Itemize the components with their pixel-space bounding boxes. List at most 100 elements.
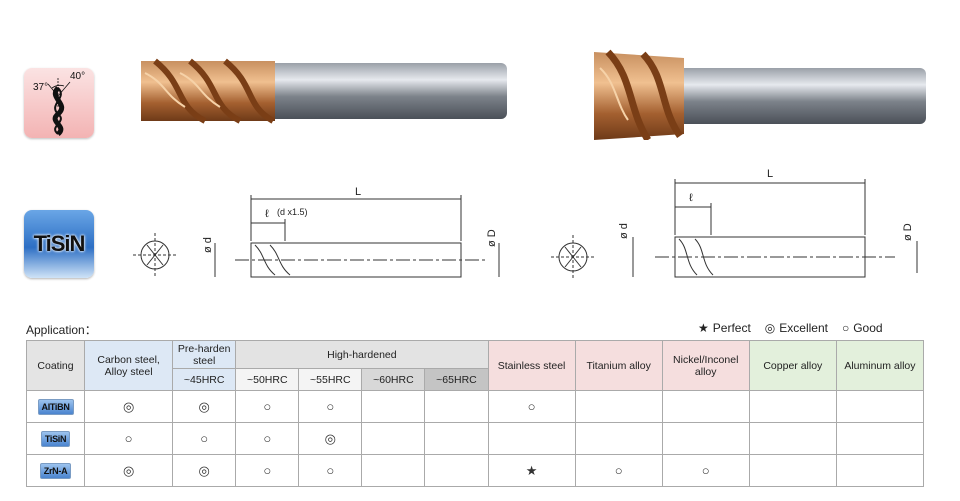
header-coating: Coating (25, 340, 86, 391)
rating-cell (361, 454, 426, 487)
header-65hrc: ~65HRC (424, 368, 489, 391)
rating-cell: ○ (235, 390, 300, 423)
dim-d-long: ø d (202, 237, 214, 253)
table-row: ZrN-A ◎ ◎ ○ ○ ★ ○ ○ (25, 454, 925, 487)
rating-cell: ◎ (172, 454, 237, 487)
helix-angle-badge: 37° 40° (24, 68, 94, 138)
rating-symbol: ○ (614, 463, 623, 478)
coating-cell: AlTiBN (25, 390, 86, 423)
legend-good: ○ Good (841, 321, 883, 335)
rating-symbol: ○ (701, 463, 710, 478)
end-mill-photo-short (594, 49, 926, 140)
rating-cell (661, 390, 750, 423)
dim-l-note: (d x1.5) (277, 207, 308, 217)
rating-symbol: ◎ (198, 462, 210, 478)
application-title: Application： (26, 323, 97, 337)
rating-symbol: ◎ (198, 398, 210, 414)
technical-drawing-short: L ℓ ø d ø D (551, 168, 918, 279)
rating-symbol: ○ (263, 431, 272, 446)
table-row: AlTiBN ◎ ◎ ○ ○ ○ (25, 390, 925, 423)
coating-tag: AlTiBN (37, 398, 74, 415)
rating-symbol: ○ (200, 431, 209, 446)
header-stainless: Stainless steel (487, 340, 576, 391)
dim-d-short: ø d (618, 223, 630, 239)
rating-cell: ◎ (84, 454, 174, 487)
rating-cell: ○ (172, 422, 237, 455)
coating-tag: TiSiN (40, 430, 71, 447)
rating-cell (361, 422, 426, 455)
rating-cell (424, 390, 489, 423)
dim-l-long: ℓ (265, 208, 269, 220)
rating-symbol: ○ (263, 463, 272, 478)
rating-cell: ○ (298, 454, 363, 487)
coating-cell: ZrN-A (25, 454, 86, 487)
star-icon: ★ (698, 321, 709, 335)
rating-cell (574, 390, 663, 423)
double-circle-icon: ◎ (764, 321, 776, 335)
rating-symbol: ○ (527, 399, 536, 414)
rating-cell (835, 390, 925, 423)
rating-cell (835, 422, 925, 455)
rating-symbol: ○ (326, 399, 335, 414)
header-55hrc: ~55HRC (298, 368, 363, 391)
rating-cell (748, 422, 837, 455)
header-preharden: Pre-harden steel (172, 340, 237, 369)
dim-l-short: ℓ (689, 192, 693, 204)
header-nickel: Nickel/Inconel alloy (661, 340, 750, 391)
rating-cell: ○ (574, 454, 663, 487)
dim-L-short: L (767, 168, 773, 180)
coating-badge-label: TiSiN (33, 231, 86, 256)
header-copper: Copper alloy (748, 340, 837, 391)
rating-cell (487, 422, 576, 455)
rating-cell: ◎ (298, 422, 363, 455)
end-mill-photo-long (141, 58, 507, 124)
helix-angle-b: 40° (70, 71, 86, 82)
coating-badge: TiSiN (24, 210, 94, 278)
dim-D-long: ø D (486, 229, 498, 247)
rating-cell (835, 454, 925, 487)
rating-cell: ○ (235, 454, 300, 487)
header-carbon-steel: Carbon steel, Alloy steel (84, 340, 174, 391)
rating-cell (574, 422, 663, 455)
coating-cell: TiSiN (25, 422, 86, 455)
rating-cell (748, 390, 837, 423)
rating-cell (424, 454, 489, 487)
header-aluminum: Aluminum alloy (835, 340, 925, 391)
rating-symbol: ★ (525, 462, 538, 478)
rating-cell: ◎ (84, 390, 174, 423)
rating-cell: ◎ (172, 390, 237, 423)
dim-D-short: ø D (902, 223, 914, 241)
rating-cell: ○ (487, 390, 576, 423)
circle-icon: ○ (841, 321, 850, 335)
application-table: Coating Carbon steel, Alloy steel Pre-ha… (25, 340, 925, 487)
rating-cell (424, 422, 489, 455)
header-60hrc: ~60HRC (361, 368, 426, 391)
rating-cell: ○ (298, 390, 363, 423)
rating-symbol: ◎ (122, 398, 135, 414)
table-row: TiSiN ○ ○ ○ ◎ (25, 422, 925, 455)
rating-cell: ★ (487, 454, 576, 487)
rating-cell: ○ (84, 422, 174, 455)
helix-angle-a: 37° (33, 82, 49, 93)
legend-perfect: ★ Perfect (698, 321, 751, 335)
dim-L-long: L (355, 186, 361, 198)
header-high-hardened: High-hardened (235, 340, 489, 369)
header-45hrc: ~45HRC (172, 368, 237, 391)
rating-symbol: ◎ (324, 430, 336, 446)
symbol-legend: ★ Perfect ◎ Excellent ○ Good (698, 321, 883, 335)
helix-drill-icon (47, 78, 71, 136)
rating-cell: ○ (661, 454, 750, 487)
rating-symbol: ○ (326, 463, 335, 478)
rating-cell (361, 390, 426, 423)
rating-cell (748, 454, 837, 487)
technical-drawing-long: L ℓ (d x1.5) ø d ø D (133, 186, 500, 278)
rating-symbol: ◎ (122, 462, 135, 478)
coating-tag: ZrN-A (39, 462, 72, 479)
header-50hrc: ~50HRC (235, 368, 300, 391)
rating-symbol: ○ (263, 399, 272, 414)
rating-symbol: ○ (124, 431, 133, 446)
rating-cell: ○ (235, 422, 300, 455)
header-titanium: Titanium alloy (574, 340, 663, 391)
legend-excellent: ◎ Excellent (764, 321, 828, 335)
rating-cell (661, 422, 750, 455)
